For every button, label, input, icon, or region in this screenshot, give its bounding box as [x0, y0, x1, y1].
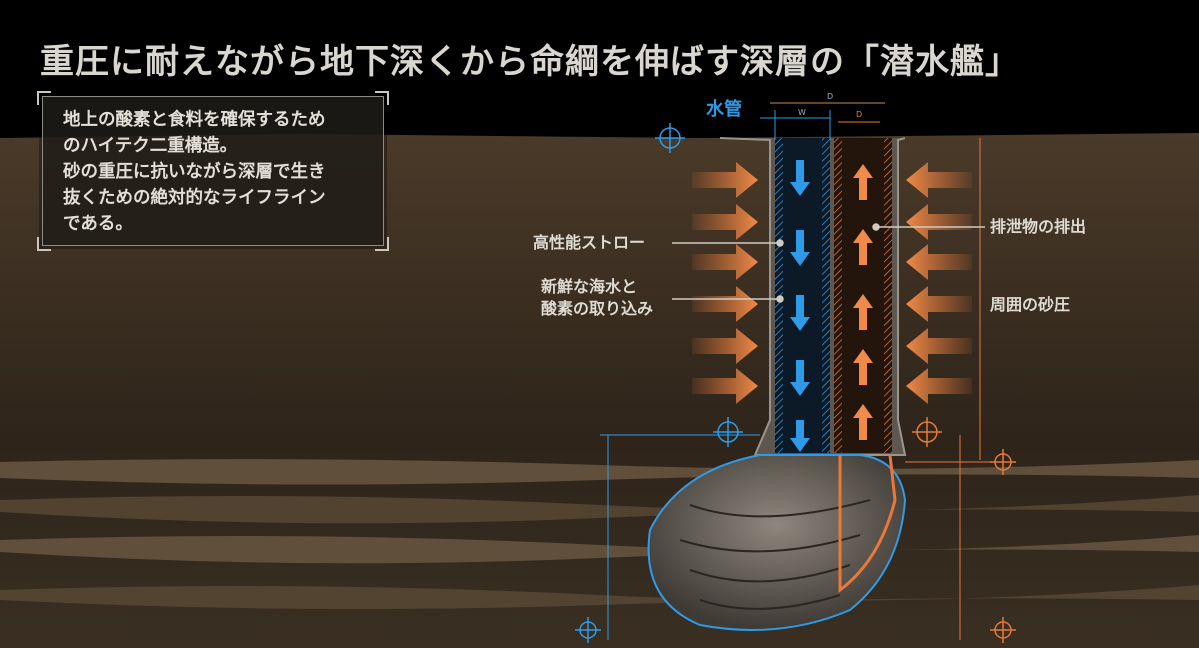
leader-lines [672, 223, 985, 303]
label-sand-pressure: 周囲の砂圧 [990, 295, 1071, 314]
dimension-inlet-width: W [798, 108, 806, 117]
label-intake-1: 新鮮な海水と [541, 277, 638, 296]
label-intake-2: 酸素の取り込み [541, 299, 654, 318]
outlet-flow-arrows [853, 164, 873, 440]
intake-flow-arrows [790, 160, 810, 452]
page-title: 重圧に耐えながら地下深くから命綱を伸ばす深層の「潜水艦」 [40, 42, 1020, 82]
dimension-outlet-width: D [856, 110, 863, 119]
label-excretion: 排泄物の排出 [990, 217, 1087, 236]
description-text: 地上の酸素と食料を確保するため のハイテク二重構造。 砂の重圧に抗いながら深層で… [63, 110, 326, 234]
sand-pressure-arrows-left [692, 162, 758, 404]
label-straw: 高性能ストロー [533, 233, 646, 252]
sediment-layers [0, 459, 1199, 609]
clam-shell [647, 454, 907, 631]
dimension-lines [600, 102, 1000, 640]
dimension-total: D [827, 92, 834, 101]
description-box: 地上の酸素と食料を確保するため のハイテク二重構造。 砂の重圧に抗いながら深層で… [37, 91, 389, 251]
siphon-label: 水管 [706, 99, 742, 120]
target-markers [575, 123, 1016, 643]
sand-pressure-arrows-right [906, 162, 972, 404]
